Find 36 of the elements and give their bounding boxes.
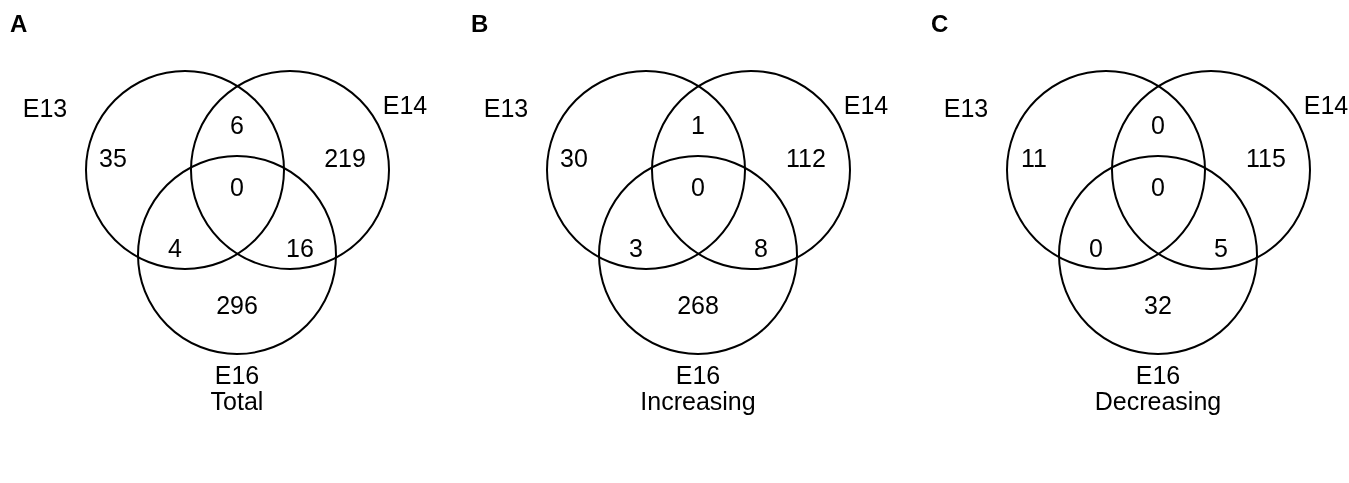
count-value: 219: [324, 145, 366, 171]
panel-subtitle: Decreasing: [1094, 388, 1222, 414]
count-value: 296: [216, 292, 258, 318]
count-value: 32: [1144, 292, 1172, 318]
count-value: 35: [99, 145, 127, 171]
count-value: 112: [786, 145, 826, 171]
count-value: 4: [168, 235, 182, 261]
panel-subtitle: Increasing: [640, 388, 756, 414]
count-value: 0: [1151, 112, 1165, 138]
count-value: 0: [230, 174, 244, 200]
count-value: 115: [1246, 145, 1286, 171]
panel-letter: A: [10, 12, 28, 36]
set-label: E14: [382, 92, 428, 118]
count-value: 0: [1089, 235, 1103, 261]
count-value: 5: [1214, 235, 1228, 261]
set-label: E13: [22, 95, 68, 121]
set-label: E14: [843, 92, 889, 118]
set-label: E14: [1303, 92, 1349, 118]
count-value: 16: [286, 235, 314, 261]
count-value: 30: [560, 145, 588, 171]
set-label: E13: [483, 95, 529, 121]
count-value: 268: [677, 292, 719, 318]
set-label: E13: [943, 95, 989, 121]
count-value: 8: [754, 235, 768, 261]
count-value: 11: [1021, 145, 1047, 171]
count-value: 6: [230, 112, 244, 138]
panel-letter: B: [471, 12, 489, 36]
count-value: 0: [691, 174, 705, 200]
panel-subtitle: Total: [210, 388, 264, 414]
count-value: 0: [1151, 174, 1165, 200]
panel-letter: C: [931, 12, 949, 36]
set-label: E16: [1135, 362, 1181, 388]
set-label: E16: [214, 362, 260, 388]
count-value: 3: [629, 235, 643, 261]
set-label: E16: [675, 362, 721, 388]
count-value: 1: [691, 112, 705, 138]
